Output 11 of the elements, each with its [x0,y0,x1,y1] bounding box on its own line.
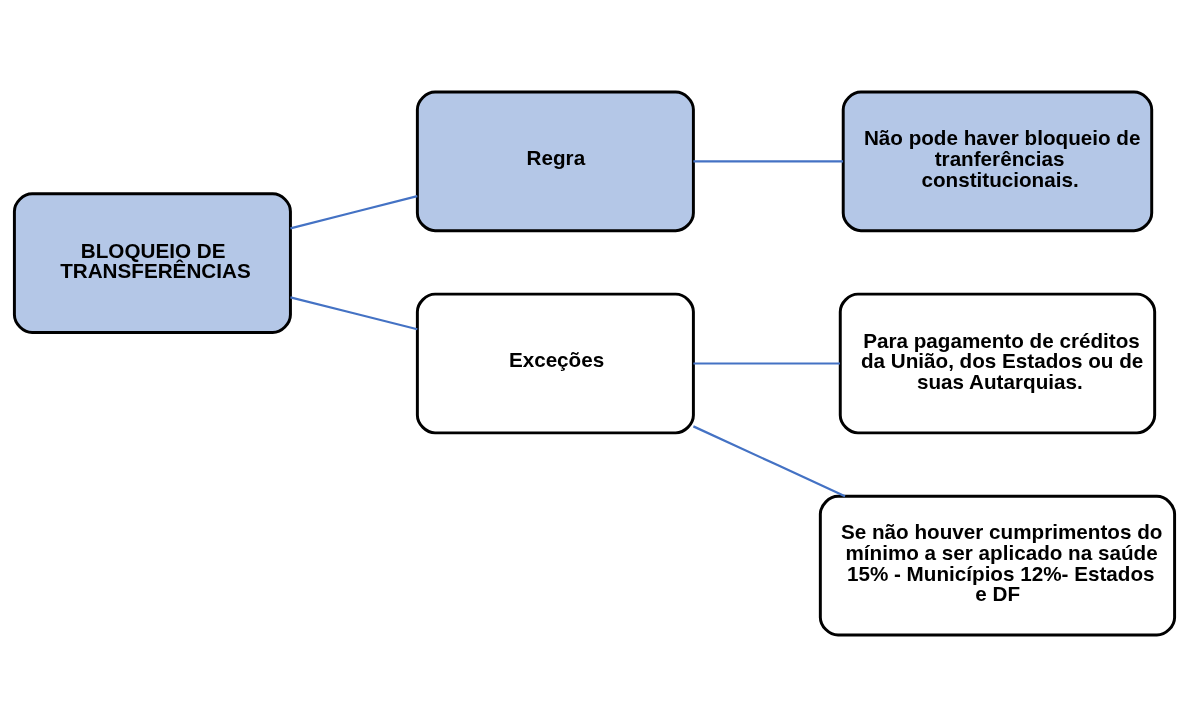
connector [693,361,840,365]
connector [692,424,846,497]
node-box: Exceções [415,292,695,434]
node-box: BLOQUEIO DE TRANSFERÊNCIAS [12,191,292,334]
connector [290,295,418,330]
connector [290,194,418,229]
connector [693,159,844,162]
node-box: Regra [415,89,695,232]
node-box: Se não houver cumprimentos do mínimo a ser aplicado na saúde 15% - Municípios 12%- Estados e DF [818,494,1177,637]
node-box: Não pode haver bloqueio de tranferências constitucionais. [841,89,1154,232]
node-box: Para pagamento de créditos da União, dos Estados ou de suas Autarquias. [838,292,1157,434]
